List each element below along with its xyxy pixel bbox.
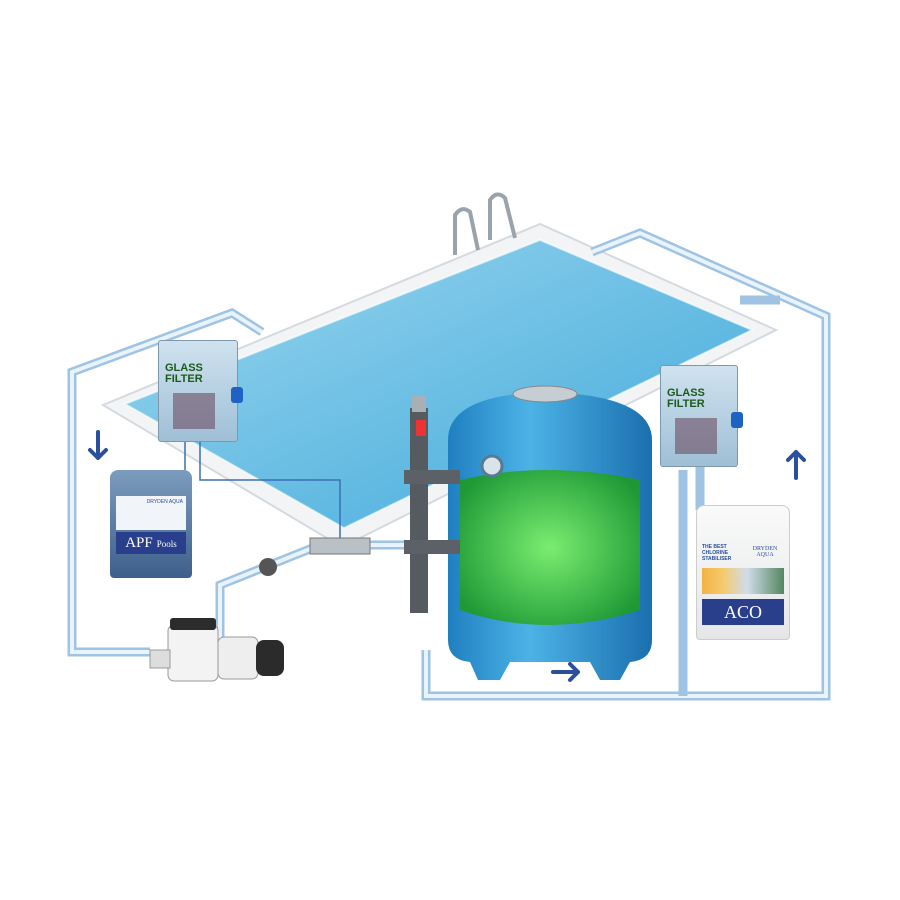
jug-product-band: APF Pools [116,532,186,554]
glass-filter-controller-left: GLASS FILTER [158,340,243,442]
apf-jug: DRYDEN AQUA APF Pools [110,470,192,578]
sand-filter-tank [448,385,652,680]
controller-brand: GLASS FILTER [165,362,203,385]
jug-graphic [702,568,784,594]
pool-ladder [453,192,517,255]
multiport-valve [404,396,460,613]
controller-knob[interactable] [231,387,243,403]
filter-media [460,470,640,625]
jug-tagline: THE BEST CHLORINE STABILISER [702,544,732,562]
controller-display [173,393,215,429]
jug-product: ACO [723,602,762,622]
glass-filter-controller-right: GLASS FILTER [660,365,743,467]
jug-product: APF [125,535,153,551]
pipe-valve [259,537,371,576]
controller-brand: GLASS FILTER [667,387,705,410]
swimming-pool [100,222,779,549]
controller-display [675,418,717,454]
jug-product-band: ACO [702,599,784,625]
flow-arrow-right [551,662,580,682]
jug-product-sub: Pools [156,539,177,549]
flow-arrow-down [88,430,108,460]
aco-jug: THE BEST CHLORINE STABILISER DRYDEN AQUA… [696,505,790,640]
jug-brand: DRYDEN AQUA [146,499,183,505]
pool-pump [149,618,284,682]
jug-brand: DRYDEN AQUA [752,546,778,558]
jug-label: DRYDEN AQUA [116,496,186,530]
controller-knob[interactable] [731,412,743,428]
flow-arrow-up [786,450,806,480]
